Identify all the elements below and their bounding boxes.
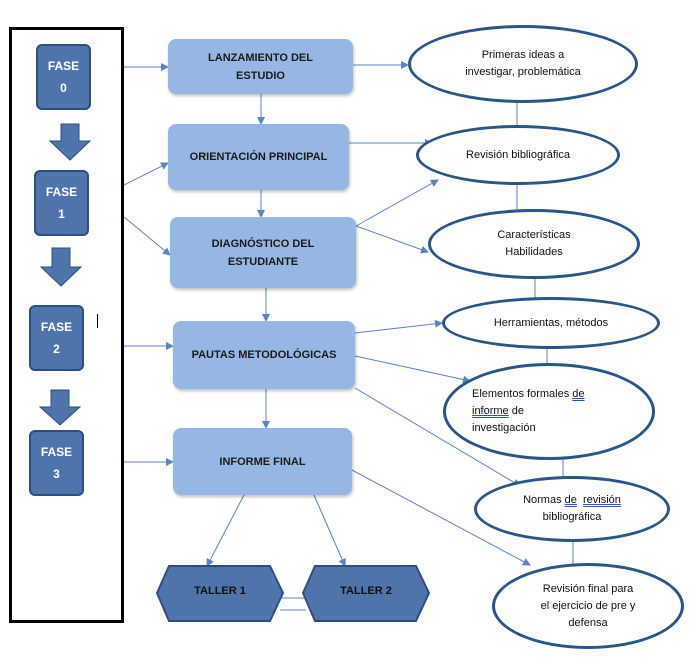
box-line: INFORME FINAL — [219, 455, 306, 468]
text-run: Normas — [523, 494, 565, 506]
ellipse-normas: Normas de revisión bibliográfica — [474, 476, 670, 542]
ellipse-line: defensa — [568, 616, 608, 629]
box-line: ORIENTACIÓN PRINCIPAL — [189, 151, 328, 163]
ellipse-line: Habilidades — [505, 246, 563, 258]
phase-2: FASE 2 — [29, 305, 84, 371]
ellipse-line: informe de — [472, 403, 524, 420]
ellipse-line: Revisión bibliográfica — [466, 148, 570, 161]
connector — [206, 494, 245, 567]
ellipse-line: investigación — [472, 420, 536, 437]
phase-3: FASE 3 — [29, 430, 84, 496]
connector — [123, 162, 169, 186]
ellipse-line: Revisión final para — [542, 582, 634, 595]
ellipse-herramientas: Herramientas, métodos — [442, 297, 660, 349]
connector — [354, 319, 443, 334]
box-pautas: PAUTAS METODOLÓGICAS — [173, 321, 355, 389]
text-run: informe — [472, 405, 509, 417]
text-cursor — [97, 314, 98, 328]
taller-1-shape — [155, 565, 285, 622]
connector — [351, 469, 531, 566]
ellipse-line: el ejercicio de pre y — [540, 599, 636, 612]
text-run: de — [564, 494, 577, 506]
phase-arrow-0-icon — [48, 123, 92, 161]
box-line: PAUTAS METODOLÓGICAS — [191, 349, 337, 361]
phase-label: FASE — [47, 59, 80, 73]
ellipse-line: bibliográfica — [543, 509, 602, 526]
connector — [313, 494, 346, 567]
text-run: revisión — [583, 494, 621, 506]
ellipse-line: Elementos formales de — [472, 386, 585, 403]
phase-arrow-2-icon — [38, 389, 82, 426]
ellipse-line: Características — [497, 229, 571, 241]
ellipse-line: Herramientas, métodos — [493, 316, 609, 329]
phase-arrow-1-icon — [39, 247, 83, 287]
box-line: ESTUDIO — [236, 69, 285, 82]
box-line: ESTUDIANTE — [227, 255, 299, 268]
phase-number: 1 — [58, 207, 65, 221]
text-run: Elementos formales — [472, 388, 573, 400]
phases-frame — [9, 27, 124, 623]
phase-number: 0 — [60, 81, 67, 95]
connector — [123, 216, 171, 256]
text-run: investigación — [472, 422, 536, 434]
connector — [354, 387, 521, 487]
connector — [355, 179, 439, 227]
ellipse-line: Primeras ideas a — [481, 49, 565, 61]
connector — [355, 225, 429, 254]
box-diagnostico: DIAGNÓSTICO DEL ESTUDIANTE — [170, 217, 356, 288]
ellipse-line: Normas de revisión — [523, 492, 621, 509]
taller-2-label: TALLER 2 — [340, 585, 392, 597]
ellipse-revision-bibliografica: Revisión bibliográfica — [416, 125, 620, 185]
text-run: bibliográfica — [542, 511, 602, 523]
text-run: de — [508, 405, 524, 417]
box-orientacion: ORIENTACIÓN PRINCIPAL — [168, 124, 349, 190]
ellipse-revision-final: Revisión final para el ejercicio de pre … — [492, 563, 684, 649]
phase-label: FASE — [45, 185, 78, 199]
box-lanzamiento: LANZAMIENTO DEL ESTUDIO — [168, 39, 353, 94]
box-line: LANZAMIENTO DEL — [208, 51, 313, 64]
phase-number: 3 — [53, 467, 60, 481]
phase-number: 2 — [53, 342, 60, 356]
phase-0: FASE 0 — [36, 44, 91, 110]
taller-1-label: TALLER 1 — [194, 585, 246, 597]
ellipse-elementos-formales: Elementos formales de informe de investi… — [443, 363, 655, 460]
box-informe: INFORME FINAL — [173, 428, 352, 495]
phase-1: FASE 1 — [34, 170, 89, 236]
taller-2-shape — [301, 565, 431, 622]
ellipse-line: investigar, problemática — [465, 66, 581, 78]
connector — [354, 355, 471, 384]
phase-label: FASE — [40, 445, 73, 459]
phase-label: FASE — [40, 320, 73, 334]
ellipse-caracteristicas: Características Habilidades — [428, 209, 640, 279]
text-run: de — [572, 388, 585, 400]
ellipse-primeras-ideas: Primeras ideas a investigar, problemátic… — [408, 25, 638, 103]
box-line: DIAGNÓSTICO DEL — [211, 237, 315, 250]
